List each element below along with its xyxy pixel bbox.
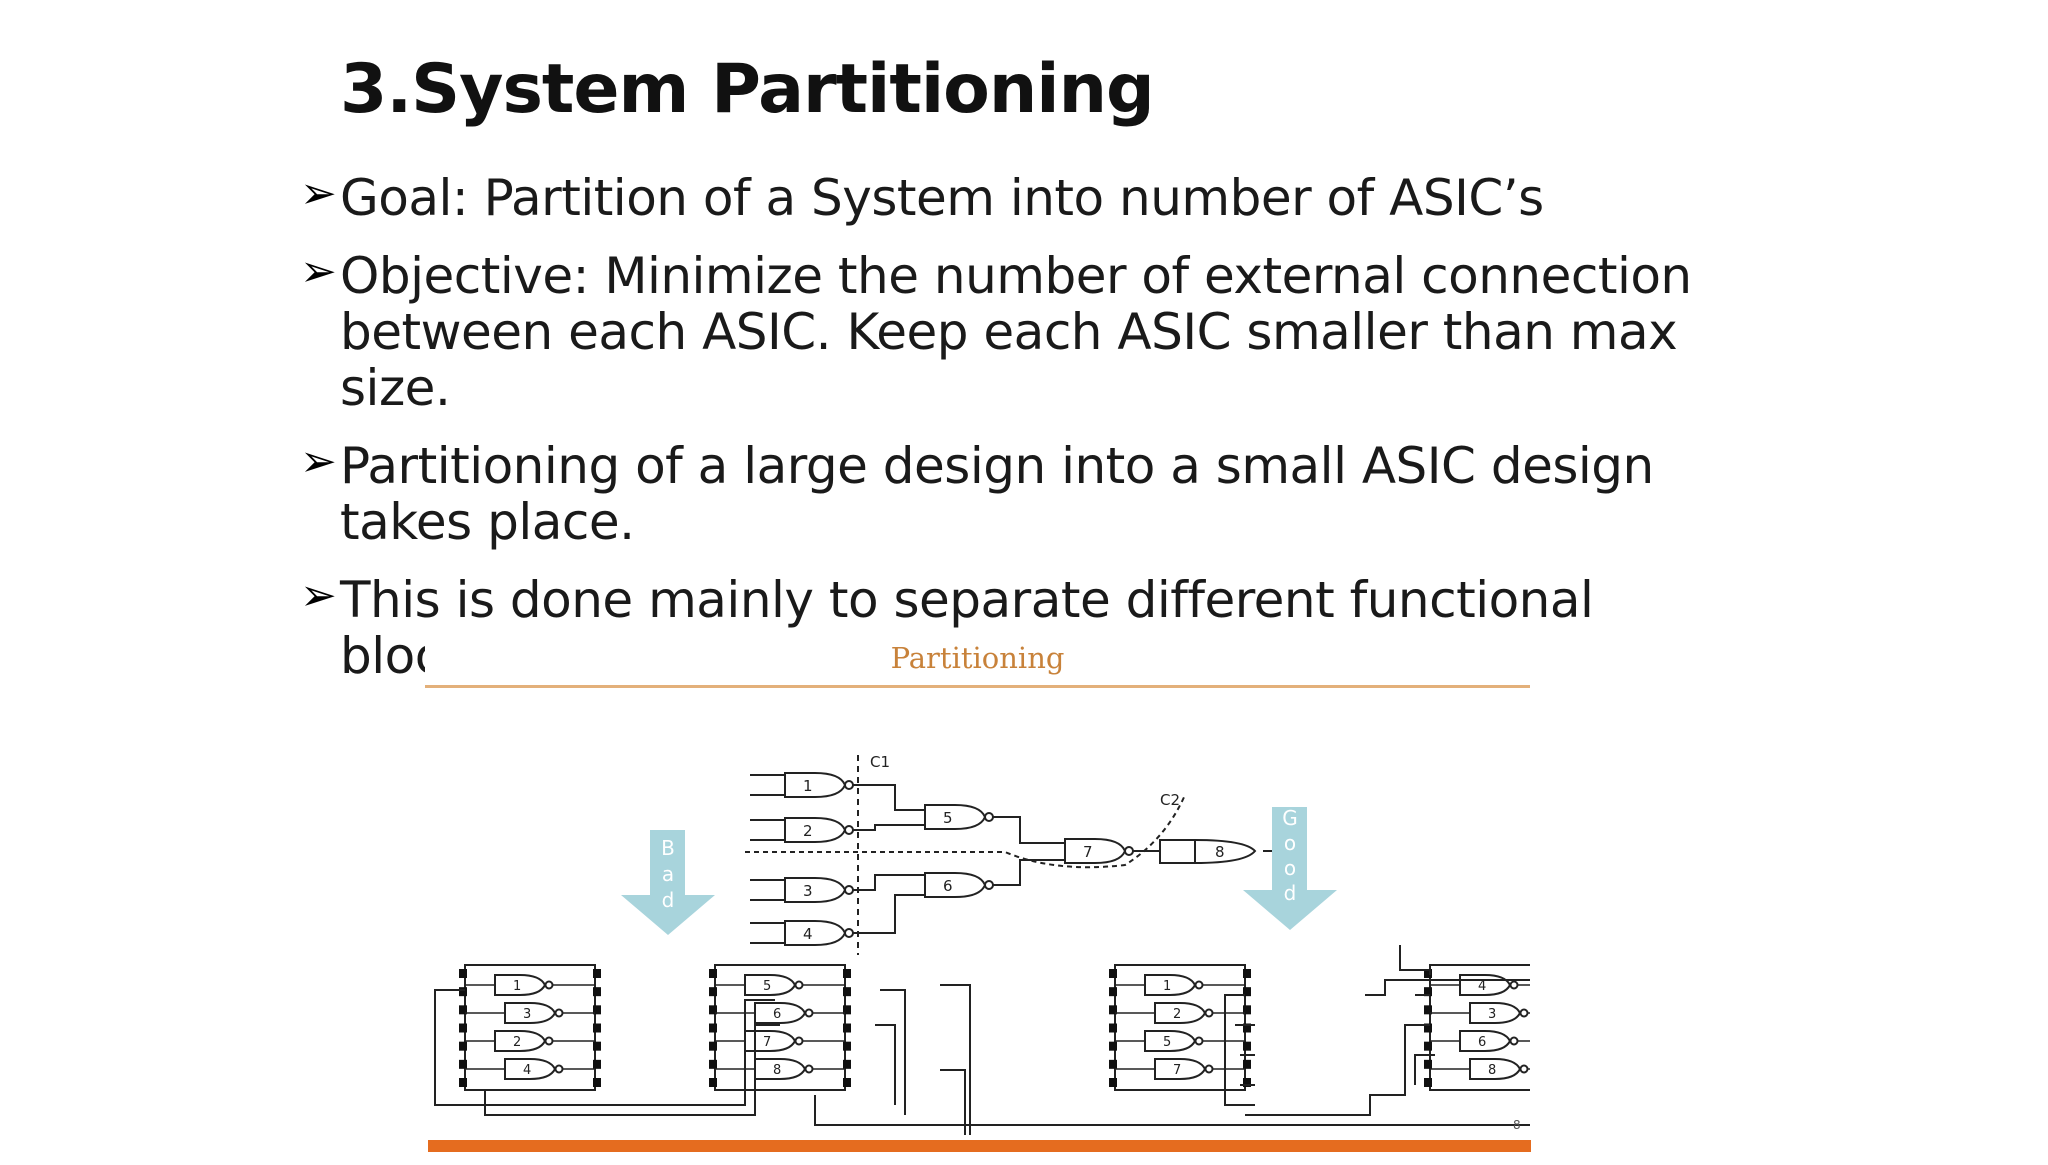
svg-text:1: 1 <box>803 777 813 795</box>
svg-text:3: 3 <box>1488 1007 1496 1022</box>
bullet-objective: ➢Objective: Minimize the number of exter… <box>300 246 1720 417</box>
bullet-partitioning: ➢Partitioning of a large design into a s… <box>300 436 1720 551</box>
bullet-text: Objective: Minimize the number of extern… <box>340 247 1692 417</box>
svg-text:2: 2 <box>513 1035 521 1050</box>
arrow-bullet-icon: ➢ <box>300 570 337 621</box>
good-arrow-icon <box>1243 807 1337 930</box>
svg-text:5: 5 <box>763 979 771 994</box>
svg-text:7: 7 <box>1083 843 1093 861</box>
cut-label-c1: C1 <box>870 753 890 771</box>
svg-text:6: 6 <box>773 1007 781 1022</box>
bad-arrow-icon <box>621 830 715 935</box>
gate-1: 1 <box>784 772 854 798</box>
gate-7: 7 <box>1064 838 1134 864</box>
gate-4: 4 <box>784 920 854 946</box>
chip-wiring <box>434 945 1530 1135</box>
bullet-list: ➢Goal: Partition of a System into number… <box>300 168 1720 706</box>
bottom-accent-bar <box>428 1140 1531 1152</box>
svg-text:2: 2 <box>803 822 813 840</box>
svg-text:1: 1 <box>513 979 521 994</box>
svg-text:5: 5 <box>943 809 953 827</box>
svg-text:8: 8 <box>1488 1063 1496 1078</box>
slide-title: 3.System Partitioning <box>340 50 1155 129</box>
svg-text:4: 4 <box>803 925 813 943</box>
gate-5: 5 <box>924 804 994 830</box>
svg-text:6: 6 <box>1478 1035 1486 1050</box>
bullet-text: Goal: Partition of a System into number … <box>340 169 1544 227</box>
gate-3: 3 <box>784 877 854 903</box>
svg-text:3: 3 <box>803 882 813 900</box>
gate-label-8: 8 <box>1215 843 1225 861</box>
svg-text:4: 4 <box>523 1063 531 1078</box>
figure-title: Partitioning <box>890 641 1065 675</box>
cut-label-c2: C2 <box>1160 791 1180 809</box>
page-number: 8 <box>1513 1118 1521 1132</box>
arrow-bullet-icon: ➢ <box>300 436 337 487</box>
gate-2: 2 <box>784 817 854 843</box>
svg-text:3: 3 <box>523 1007 531 1022</box>
svg-text:6: 6 <box>943 877 953 895</box>
svg-text:4: 4 <box>1478 979 1486 994</box>
arrow-bullet-icon: ➢ <box>300 246 337 297</box>
svg-text:7: 7 <box>763 1035 771 1050</box>
svg-text:7: 7 <box>1173 1063 1181 1078</box>
svg-text:2: 2 <box>1173 1007 1181 1022</box>
arrow-bullet-icon: ➢ <box>300 168 337 219</box>
svg-text:8: 8 <box>773 1063 781 1078</box>
bullet-text: Partitioning of a large design into a sm… <box>340 437 1654 551</box>
svg-text:1: 1 <box>1163 979 1171 994</box>
svg-text:5: 5 <box>1163 1035 1171 1050</box>
gate-6: 6 <box>924 872 994 898</box>
bullet-goal: ➢Goal: Partition of a System into number… <box>300 168 1720 227</box>
figure-divider <box>425 685 1530 688</box>
